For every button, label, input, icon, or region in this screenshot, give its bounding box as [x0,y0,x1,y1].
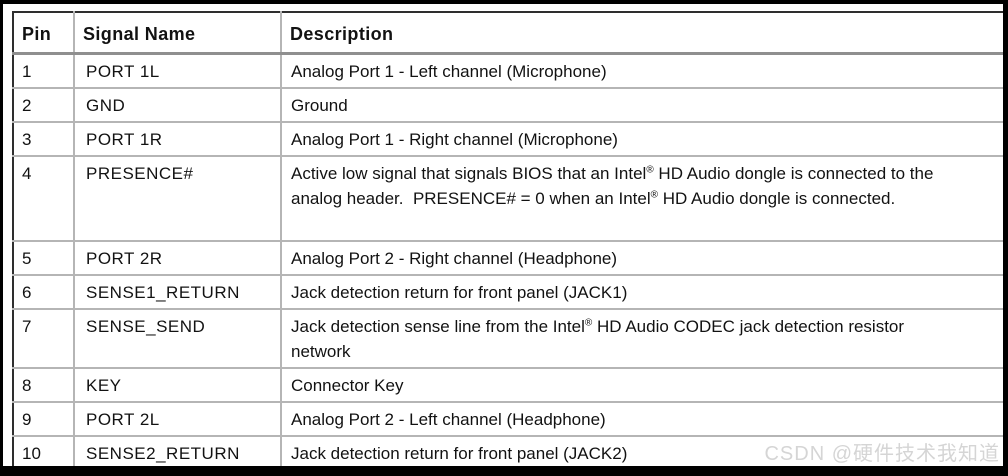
description-cell: Connector Key [280,367,1003,403]
signal-cell: SENSE_SEND [73,308,281,369]
registered-trademark-mark: ® [584,316,593,328]
description-cell: Jack detection return for front panel (J… [280,274,1003,310]
pin-cell: 10 [22,443,41,463]
description-cell: Ground [280,87,1003,123]
pin-cell: 5 [13,240,74,276]
description-cell: Analog Port 1 - Right channel (Microphon… [280,121,1003,157]
pin-cell: 6 [13,274,74,310]
registered-trademark-mark: ® [650,188,658,200]
signal-cell: PORT 2R [73,240,281,276]
column-header-pin: Pin [13,12,74,55]
registered-trademark-mark: ® [646,163,654,175]
signal-cell: PRESENCE# [73,155,281,242]
description-cell: Analog Port 2 - Right channel (Headphone… [280,240,1003,276]
signal-cell: KEY [73,367,281,403]
pin-cell: 2 [13,87,74,123]
pin-cell: 8 [13,367,74,403]
signal-cell: PORT 1L [73,53,281,89]
table-header: Pin Signal Name Description [13,12,1003,55]
description-cell: Jack detection return for front panel (J… [280,435,1003,466]
description-cell: Analog Port 2 - Left channel (Headphone) [280,401,1003,437]
pin-cell: 9 [13,401,74,437]
description-cell: Active low signal that signals BIOS that… [280,155,1003,242]
column-header-description: Description [280,12,1003,55]
pin-cell: 1 [13,53,74,89]
signal-cell: SENSE1_RETURN [73,274,281,310]
description-cell: Analog Port 1 - Left channel (Microphone… [280,53,1003,89]
column-header-signal-name: Signal Name [73,12,281,55]
pin-cell: 7 [13,308,74,369]
pin-cell: 3 [13,121,74,157]
description-cell: Jack detection sense line from the Intel… [280,308,1003,369]
signal-cell: PORT 2L [73,401,281,437]
header-row: Pin Signal Name Description [13,12,1003,55]
signal-cell: GND [73,87,281,123]
signal-cell: PORT 1R [73,121,281,157]
pin-cell: 4 [13,155,74,242]
signal-cell: SENSE2_RETURN [73,435,281,466]
